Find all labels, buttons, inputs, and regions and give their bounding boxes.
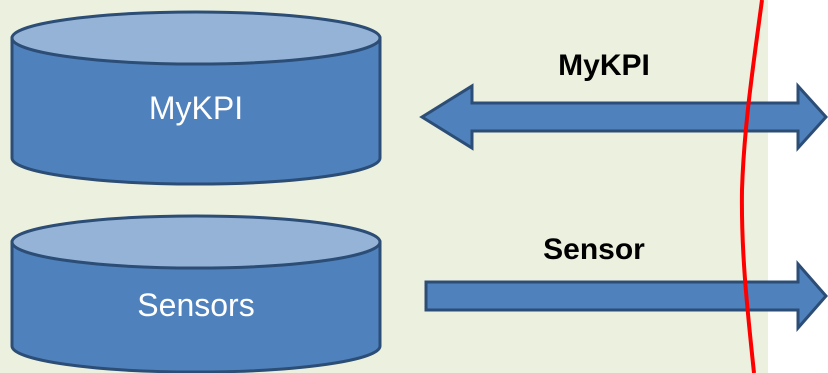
- database-cylinder-mykpi: [10, 10, 382, 186]
- right-arrow: [424, 260, 828, 332]
- database-label-sensors: Sensors: [137, 287, 255, 323]
- database-label-mykpi: MyKPI: [148, 90, 244, 126]
- cylinder-top: [10, 10, 382, 66]
- arrow-label-sensor: Sensor: [543, 233, 645, 266]
- arrow-label-mykpi: MyKPI: [558, 49, 650, 82]
- cylinder-body: [10, 36, 382, 186]
- boundary-line: [739, 0, 764, 373]
- database-cylinder-sensors: [10, 214, 382, 373]
- cylinder-top: [10, 214, 382, 270]
- cylinder-body: [10, 240, 382, 373]
- bidirectional-arrow: [419, 82, 828, 152]
